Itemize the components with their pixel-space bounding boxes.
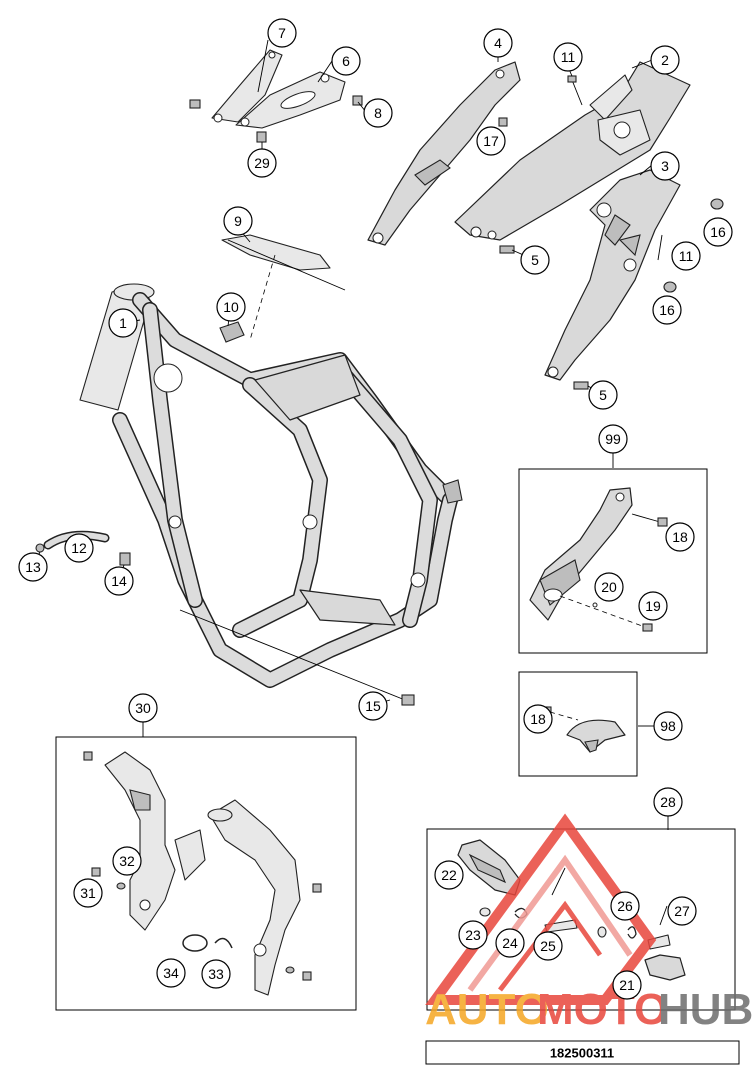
svg-text:34: 34 <box>163 965 179 981</box>
callout-14: 14 <box>104 566 134 596</box>
callout-2: 2 <box>650 45 680 75</box>
svg-text:11: 11 <box>561 49 576 65</box>
svg-text:1: 1 <box>119 315 127 331</box>
svg-text:25: 25 <box>540 938 556 954</box>
svg-text:5: 5 <box>531 252 539 268</box>
watermark-auto: AUTO <box>425 985 549 1034</box>
callout-16-mid: 16 <box>652 295 682 325</box>
svg-text:18: 18 <box>530 711 546 727</box>
svg-text:23: 23 <box>465 927 481 943</box>
callout-5-mid: 5 <box>520 245 550 275</box>
callout-21: 21 <box>612 970 642 1000</box>
svg-text:4: 4 <box>494 35 502 51</box>
svg-text:14: 14 <box>111 573 127 589</box>
callout-18-box99: 18 <box>665 522 695 552</box>
svg-text:2: 2 <box>661 52 669 68</box>
callout-28: 28 <box>653 787 683 817</box>
callout-33: 33 <box>201 959 231 989</box>
svg-text:12: 12 <box>71 540 87 556</box>
callout-1: 1 <box>108 308 138 338</box>
left-subframe-rail-drawing <box>367 61 521 246</box>
callout-32: 32 <box>112 846 142 876</box>
svg-text:18: 18 <box>672 529 688 545</box>
svg-text:26: 26 <box>617 898 633 914</box>
callout-13: 13 <box>18 552 48 582</box>
svg-text:32: 32 <box>119 853 135 869</box>
watermark-moto: MOTO <box>537 985 668 1034</box>
svg-text:16: 16 <box>659 302 675 318</box>
svg-text:9: 9 <box>234 213 242 229</box>
watermark-hub: HUB <box>658 985 752 1034</box>
svg-text:33: 33 <box>208 966 224 982</box>
svg-text:21: 21 <box>619 977 635 993</box>
callout-25: 25 <box>533 931 563 961</box>
callout-30: 30 <box>128 693 158 723</box>
callout-31: 31 <box>73 878 103 908</box>
bracket-drawings <box>189 49 363 143</box>
svg-text:98: 98 <box>660 718 676 734</box>
callout-24: 24 <box>495 928 525 958</box>
svg-text:99: 99 <box>605 431 621 447</box>
callout-18-box98: 18 <box>523 704 553 734</box>
hardware-drawings <box>498 75 724 390</box>
callout-3: 3 <box>650 151 680 181</box>
callout-9: 9 <box>223 206 253 236</box>
svg-text:10: 10 <box>223 299 239 315</box>
svg-text:24: 24 <box>502 935 518 951</box>
svg-text:17: 17 <box>483 133 499 149</box>
callout-6: 6 <box>331 46 361 76</box>
callout-98: 98 <box>653 711 683 741</box>
svg-text:19: 19 <box>645 598 661 614</box>
svg-text:6: 6 <box>342 53 350 69</box>
callout-15: 15 <box>358 691 388 721</box>
callout-4: 4 <box>483 28 513 58</box>
callout-5-low: 5 <box>588 380 618 410</box>
callout-19: 19 <box>638 591 668 621</box>
box-30-frame-protectors <box>55 736 357 1011</box>
svg-text:15: 15 <box>365 698 381 714</box>
svg-text:27: 27 <box>674 903 690 919</box>
callout-22: 22 <box>434 860 464 890</box>
box-99-chain-guide <box>518 468 708 654</box>
svg-text:30: 30 <box>135 700 151 716</box>
svg-text:22: 22 <box>441 867 457 883</box>
callout-10: 10 <box>216 292 246 322</box>
document-number-box: 182500311 <box>425 1040 740 1065</box>
box-98-slider <box>518 671 638 777</box>
svg-text:7: 7 <box>278 25 286 41</box>
chain-guide-drawing <box>219 234 346 343</box>
svg-text:11: 11 <box>679 248 694 264</box>
callout-16-top: 16 <box>703 217 733 247</box>
callout-23: 23 <box>458 920 488 950</box>
callout-26: 26 <box>610 891 640 921</box>
main-frame-drawing <box>79 283 463 688</box>
rear-subframe-drawing <box>454 61 691 381</box>
callout-12: 12 <box>64 533 94 563</box>
svg-text:28: 28 <box>660 794 676 810</box>
document-number: 182500311 <box>550 1046 614 1061</box>
callout-27: 27 <box>667 896 697 926</box>
callout-11-right: 11 <box>671 241 701 271</box>
svg-text:8: 8 <box>374 105 382 121</box>
callout-99: 99 <box>598 424 628 454</box>
svg-text:29: 29 <box>254 155 270 171</box>
callout-17: 17 <box>476 126 506 156</box>
svg-text:13: 13 <box>25 559 41 575</box>
svg-text:3: 3 <box>661 158 669 174</box>
callout-20: 20 <box>594 572 624 602</box>
svg-text:16: 16 <box>710 224 726 240</box>
svg-text:20: 20 <box>601 579 617 595</box>
svg-text:5: 5 <box>599 387 607 403</box>
callout-29: 29 <box>247 148 277 178</box>
callout-8: 8 <box>363 98 393 128</box>
callout-34: 34 <box>156 958 186 988</box>
box-28-footrests <box>426 828 736 1011</box>
svg-text:31: 31 <box>80 885 96 901</box>
callout-11-top: 11 <box>553 42 583 72</box>
callout-7: 7 <box>267 18 297 48</box>
watermark-logo: AUTO MOTO HUB <box>425 813 752 1034</box>
